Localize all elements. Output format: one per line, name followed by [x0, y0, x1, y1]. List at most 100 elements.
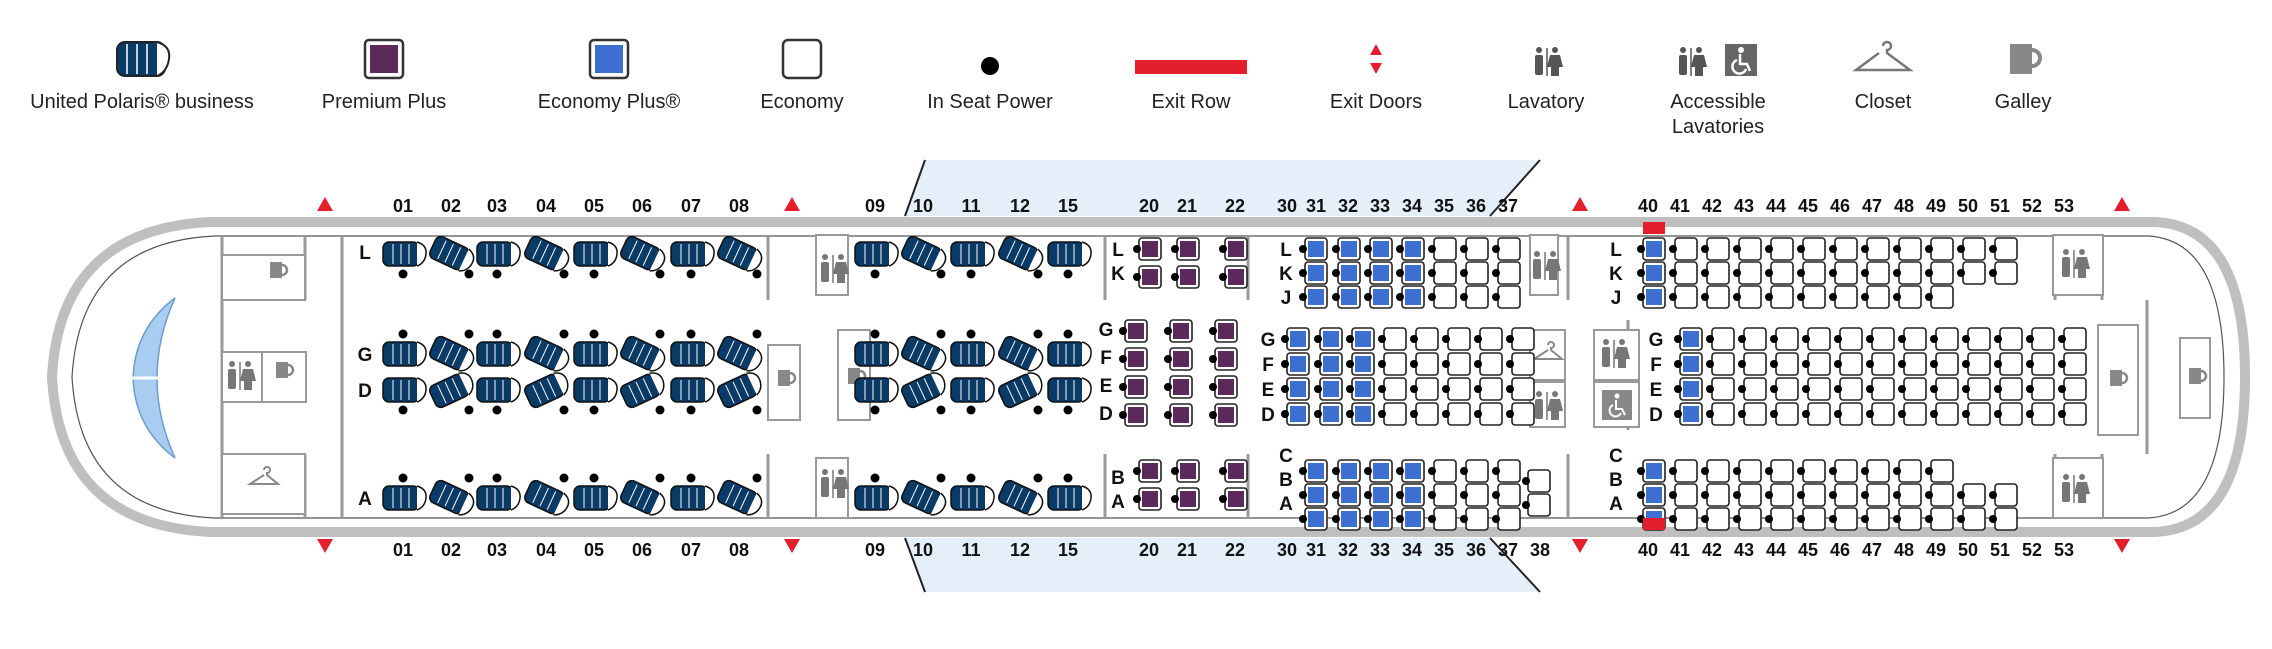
economy-seat: [1674, 459, 1698, 483]
power-dot: [1925, 293, 1933, 301]
economy-seat: [1770, 237, 1794, 261]
power-dot: [1770, 410, 1778, 418]
power-dot: [1765, 293, 1773, 301]
power-dot: [1733, 269, 1741, 277]
power-dot: [1428, 491, 1436, 499]
power-dot: [1314, 410, 1322, 418]
power-dot: [1861, 491, 1869, 499]
power-dot: [655, 405, 665, 415]
power-dot: [1989, 491, 1997, 499]
row-number: 51: [1990, 196, 2010, 216]
power-dot: [1209, 383, 1217, 391]
power-dot: [1669, 269, 1677, 277]
wing-bottom: [905, 538, 1540, 592]
premium-plus-seat-fill: [1180, 463, 1196, 479]
power-dot: [1861, 467, 1869, 475]
power-dot: [1733, 293, 1741, 301]
economy-seat: [1839, 402, 1863, 426]
legend-label: Galley: [1994, 91, 2052, 113]
polaris-seat: [670, 485, 715, 511]
power-dot: [1281, 360, 1289, 368]
power-dot: [1866, 385, 1874, 393]
power-dot: [1802, 410, 1810, 418]
premium-plus-seat-fill: [1173, 379, 1189, 395]
power-dot: [1164, 383, 1172, 391]
legend-label: Closet: [1854, 91, 1912, 113]
row-number: 21: [1177, 540, 1197, 560]
power-dot: [2026, 335, 2034, 343]
row-number: 08: [729, 196, 749, 216]
power-dot: [464, 473, 474, 483]
power-dot: [1033, 473, 1043, 483]
exit-door-icon: [2114, 539, 2130, 553]
legend-label: Economy Plus®: [537, 91, 681, 113]
seat-letter: F: [1650, 355, 1662, 376]
lavatory-icon: [1535, 391, 1563, 420]
lavatory-icon: [821, 254, 849, 283]
economy-seat: [1839, 377, 1863, 401]
power-dot: [492, 269, 502, 279]
economy-seat: [1994, 261, 2018, 285]
legend-item-economy-seat: Economy: [682, 30, 922, 115]
power-dot: [1893, 491, 1901, 499]
economy-seat: [1415, 402, 1439, 426]
polaris-seat: [950, 377, 995, 403]
economy-plus-seat-fill: [1373, 265, 1389, 281]
economy-seat: [1871, 377, 1895, 401]
power-dot: [1898, 360, 1906, 368]
power-dot: [1957, 515, 1965, 523]
power-dot: [1442, 335, 1450, 343]
power-dot: [1925, 245, 1933, 253]
premium-plus-seat-fill: [1128, 407, 1144, 423]
economy-plus-seat-fill: [1308, 463, 1324, 479]
power-dot: [1442, 360, 1450, 368]
polaris-seat: [998, 335, 1044, 372]
economy-seat: [1497, 237, 1521, 261]
polaris-seat: [854, 241, 899, 267]
power-dot: [1171, 273, 1179, 281]
premium-plus-seat-fill: [1218, 323, 1234, 339]
power-dot: [1834, 410, 1842, 418]
power-dot: [1797, 245, 1805, 253]
row-number: 08: [729, 540, 749, 560]
row-number: 37: [1498, 540, 1518, 560]
polaris-seat: [573, 377, 618, 403]
power-dot: [1063, 269, 1073, 279]
economy-seat: [1999, 327, 2023, 351]
legend-item-exit-door-triangles: Exit Doors: [1256, 30, 1496, 115]
power-dot: [1428, 245, 1436, 253]
premium-plus-seat-fill: [1128, 351, 1144, 367]
power-dot: [1474, 360, 1482, 368]
power-dot: [1925, 491, 1933, 499]
economy-seat: [1465, 237, 1489, 261]
power-dot: [1797, 515, 1805, 523]
polaris-seat: [998, 372, 1043, 409]
power-dot: [1364, 245, 1372, 253]
power-dot: [1861, 269, 1869, 277]
economy-seat: [1834, 483, 1858, 507]
power-dot: [1299, 293, 1307, 301]
power-dot: [464, 269, 474, 279]
lavatory-icon: [1476, 30, 1616, 90]
economy-seat: [1898, 483, 1922, 507]
economy-plus-seat-fill: [1646, 289, 1662, 305]
power-dot: [1962, 360, 1970, 368]
power-dot: [1994, 385, 2002, 393]
power-dot: [1829, 269, 1837, 277]
economy-seat: [1866, 261, 1890, 285]
power-dot: [2058, 360, 2066, 368]
economy-seat: [1433, 483, 1457, 507]
row-number: 47: [1862, 196, 1882, 216]
premium-plus-seat-fill: [1173, 351, 1189, 367]
power-dot: [1669, 293, 1677, 301]
economy-seat: [1479, 402, 1503, 426]
economy-seat: [1447, 377, 1471, 401]
power-dot: [1209, 411, 1217, 419]
closet-hanger-icon: [1813, 30, 1953, 90]
lavatory-icon: [821, 469, 849, 498]
power-dot: [1460, 269, 1468, 277]
economy-seat: [1527, 469, 1551, 493]
power-dot: [1765, 467, 1773, 475]
economy-seat: [1465, 285, 1489, 309]
